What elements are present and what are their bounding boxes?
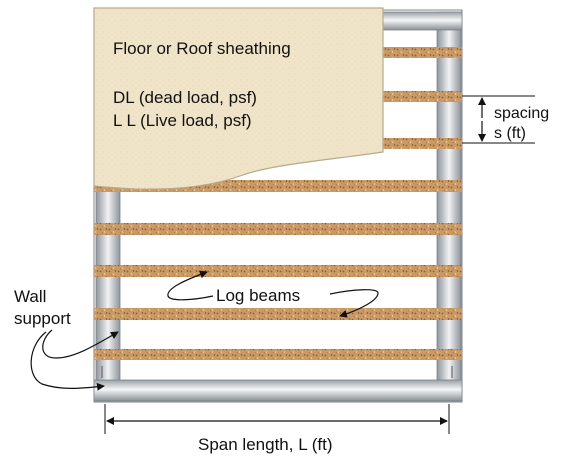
wall-support-leader-upper	[42, 329, 119, 359]
log-beams-leader-right	[329, 289, 379, 318]
span-length-label: Span length, L (ft)	[198, 435, 333, 454]
wall-support-label-line1: Wall	[14, 287, 47, 306]
log-beam-8	[94, 349, 462, 360]
live-load-label: L L (Live load, psf)	[113, 111, 252, 130]
log-beam-5	[94, 223, 462, 235]
spacing-symbol-label: s (ft)	[494, 125, 526, 142]
bottom-rail	[93, 379, 463, 402]
log-beams-label: Log beams	[216, 286, 301, 305]
top-rail	[382, 11, 463, 31]
log-beam-7	[94, 308, 462, 320]
log-beam-1	[383, 47, 462, 58]
log-beam-2	[383, 91, 462, 102]
spacing-label: spacing	[494, 105, 550, 122]
log-beams-leader-left	[167, 270, 214, 301]
sheathing-title: Floor or Roof sheathing	[113, 39, 291, 58]
log-beam-6	[94, 265, 462, 277]
dead-load-label: DL (dead load, psf)	[113, 88, 257, 107]
log-beam-3	[383, 138, 462, 149]
sheathing-panel	[93, 7, 384, 190]
wall-support-label-line2: support	[14, 309, 71, 328]
right-wall-support	[436, 11, 462, 385]
wall-support-leader-lower	[30, 331, 105, 391]
